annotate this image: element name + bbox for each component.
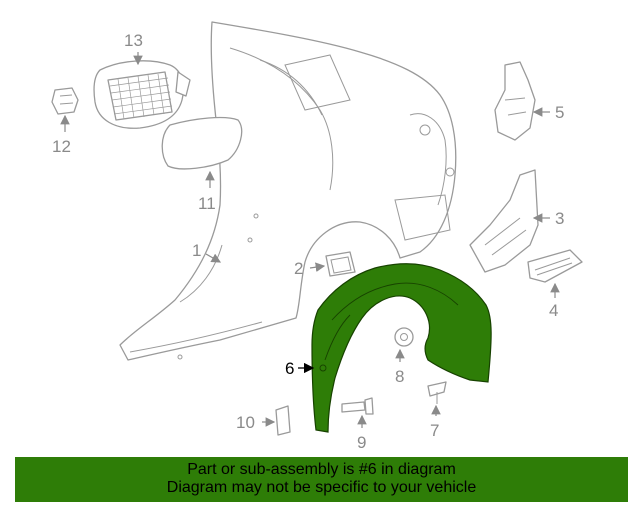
nut-part-8 xyxy=(394,327,414,347)
callout-4: 4 xyxy=(549,301,558,320)
callout-12: 12 xyxy=(52,137,71,156)
fuel-door-part-11 xyxy=(161,116,243,170)
banner-line-2: Diagram may not be specific to your vehi… xyxy=(166,479,477,496)
callout-2: 2 xyxy=(294,259,303,278)
push-clip-part-7 xyxy=(427,381,447,404)
retainer-part-10 xyxy=(275,405,291,436)
banner-line-1: Part or sub-assembly is #6 in diagram xyxy=(187,461,456,478)
callout-6: 6 xyxy=(285,359,294,378)
quarter-panel-part-1 xyxy=(119,21,457,361)
screw-part-9 xyxy=(341,397,374,415)
callout-11: 11 xyxy=(198,194,216,213)
callout-9: 9 xyxy=(357,433,366,452)
leader-lines xyxy=(60,52,560,428)
reinforcement-part-3 xyxy=(469,169,539,273)
wheel-liner-part-6 xyxy=(311,263,492,433)
callout-1: 1 xyxy=(192,241,201,260)
callout-10: 10 xyxy=(236,413,255,432)
callout-5: 5 xyxy=(555,103,564,122)
clip-part-12 xyxy=(51,87,79,115)
grommet-part-2 xyxy=(325,251,356,277)
fuel-door-housing-part-13 xyxy=(93,60,191,129)
info-banner: Part or sub-assembly is #6 in diagram Di… xyxy=(15,457,628,502)
callout-8: 8 xyxy=(395,367,404,386)
parts-diagram: 13 12 11 1 2 5 3 4 6 8 7 9 10 xyxy=(51,21,583,452)
callout-7: 7 xyxy=(430,421,439,440)
callout-13: 13 xyxy=(124,31,143,50)
bracket-part-5 xyxy=(494,61,536,141)
vent-part-4 xyxy=(527,249,583,283)
callout-3: 3 xyxy=(555,209,564,228)
